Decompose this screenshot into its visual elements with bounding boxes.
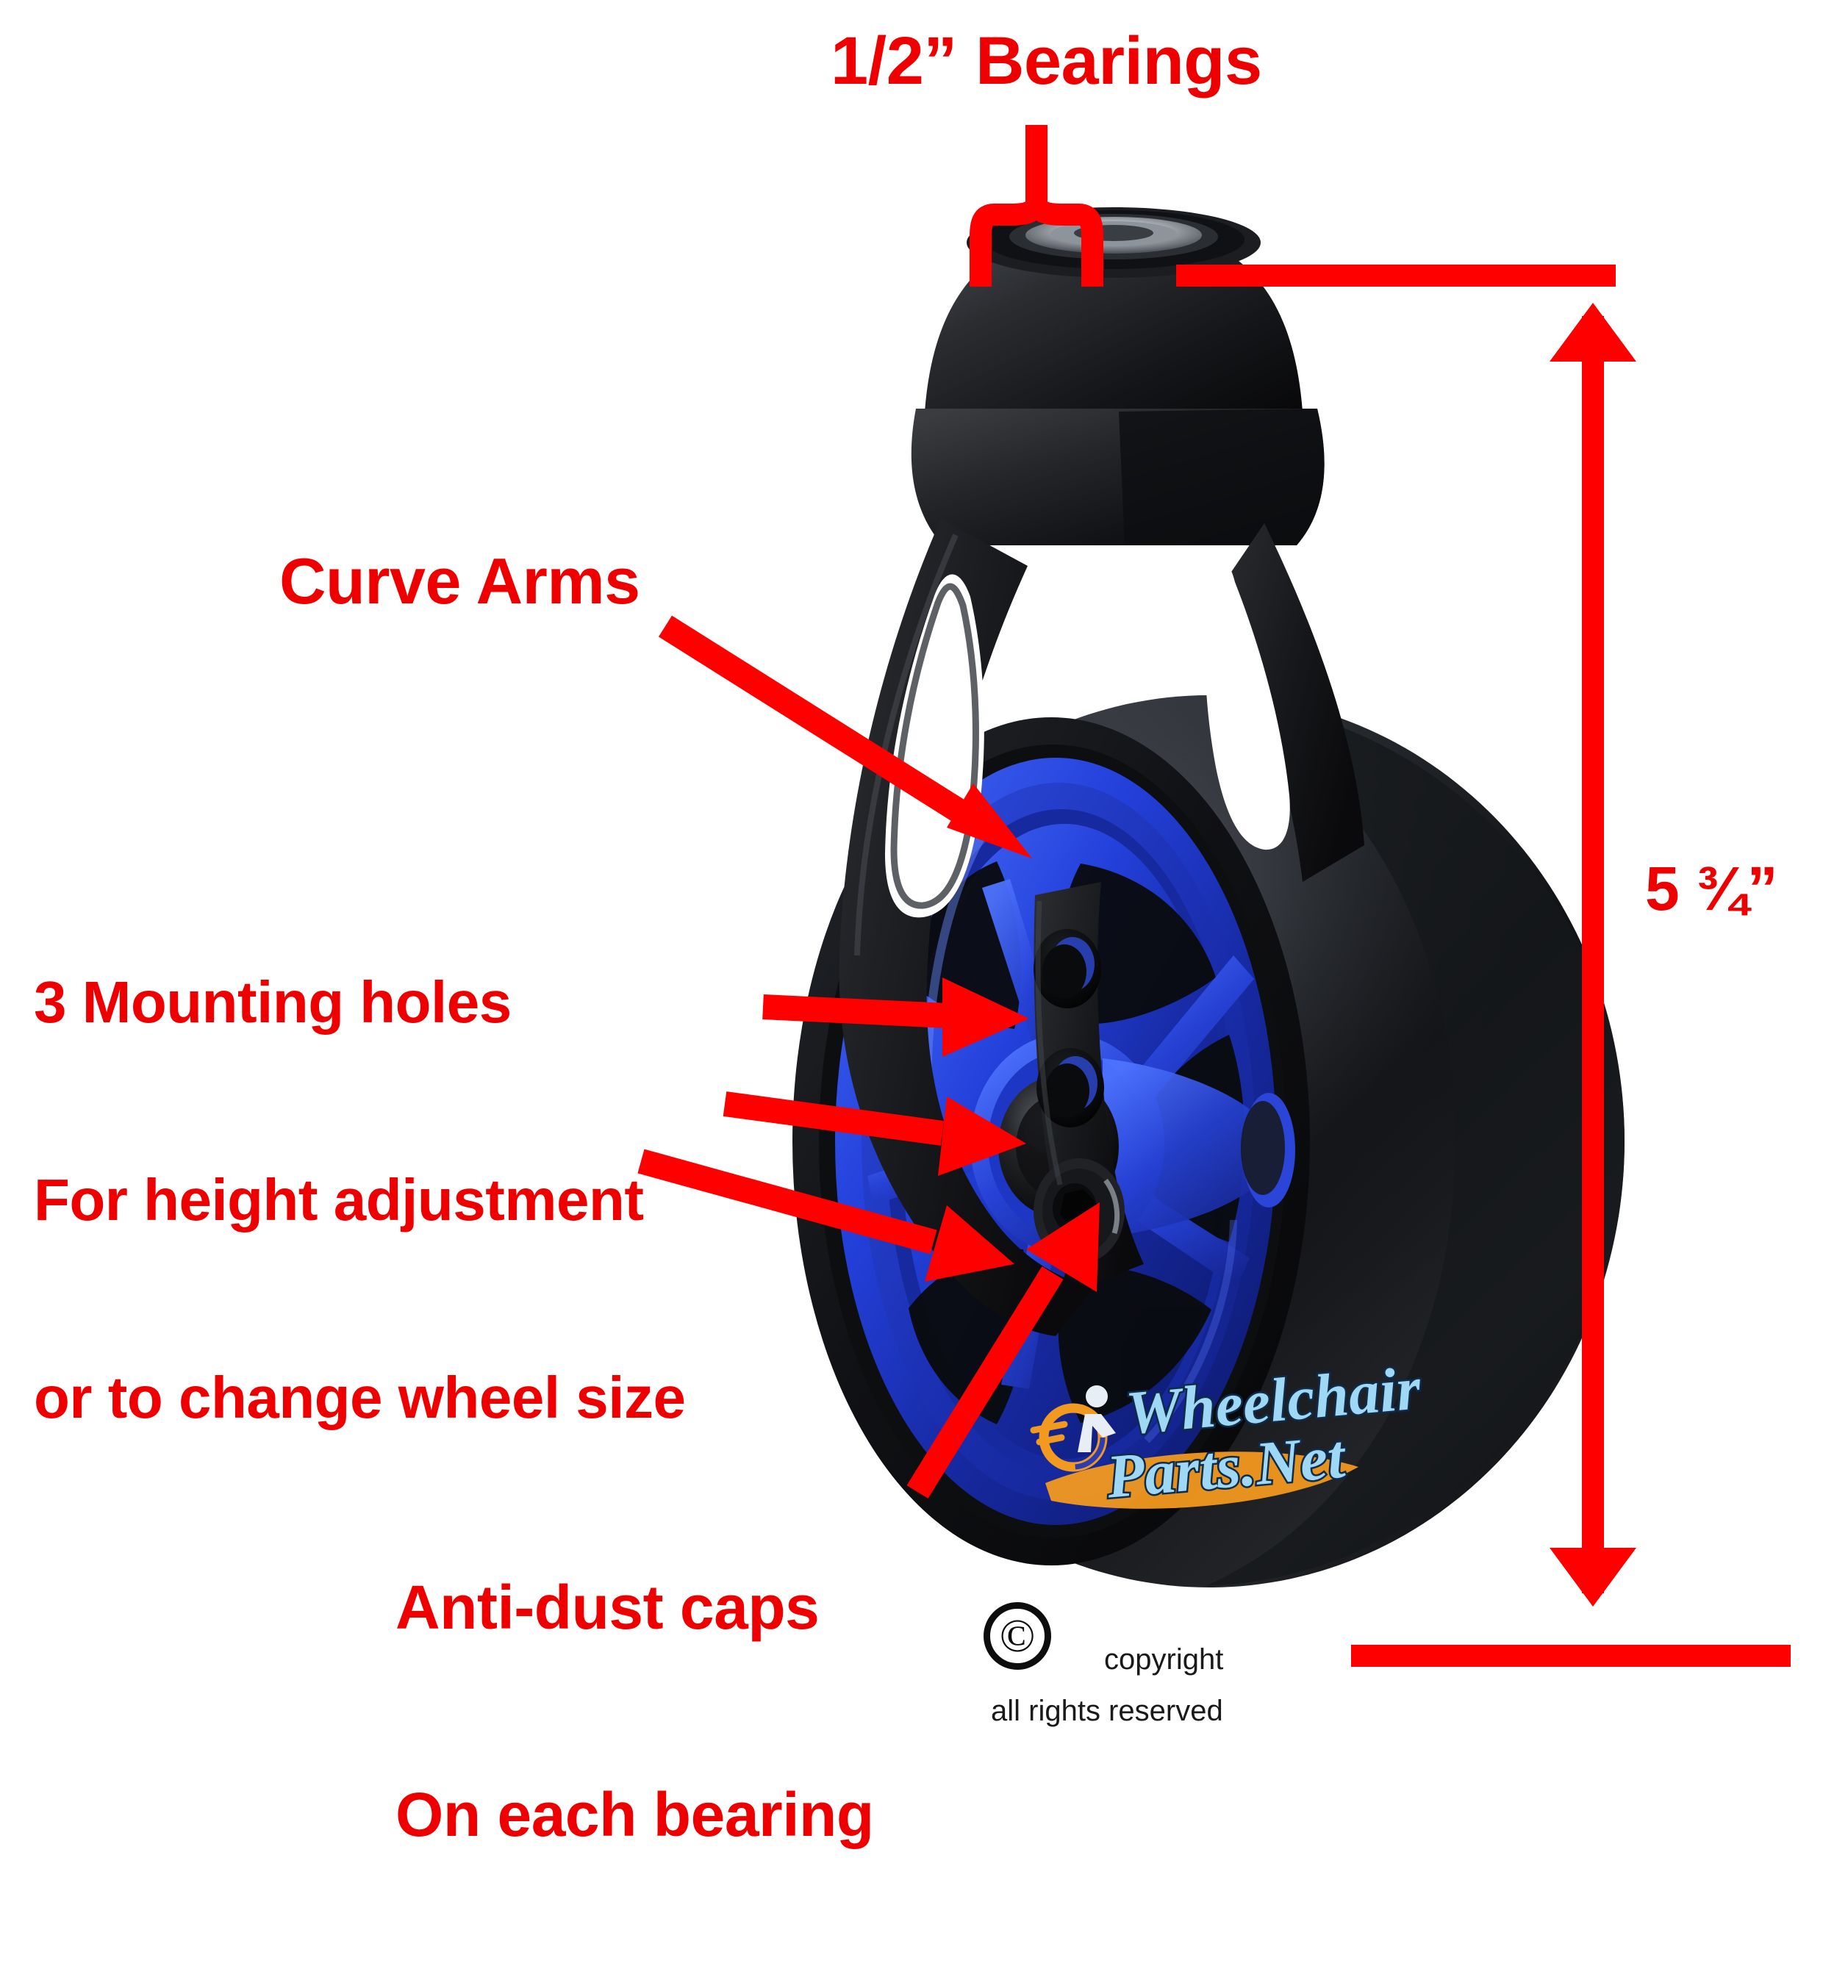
fork-arm-right bbox=[1214, 523, 1364, 882]
anti-dust-caps-callout-label: Anti-dust caps On each bearing bbox=[395, 1435, 874, 1988]
mounting-hole-arrow-1 bbox=[762, 977, 1029, 1057]
dimension-extension-bottom bbox=[1351, 1645, 1791, 1667]
dimension-arrow-vertical bbox=[1550, 303, 1636, 1607]
curve-arms-arrow bbox=[658, 615, 1032, 858]
dimension-value-label: 5 ¾” bbox=[1645, 854, 1778, 923]
annotation-text-layer: 1/2” Bearings Curve Arms 3 Mounting hole… bbox=[34, 24, 1778, 1849]
anti-dust-caps-arrow bbox=[906, 1202, 1100, 1499]
bearings-callout-label: 1/2” Bearings bbox=[831, 24, 1262, 98]
dimension-annotation bbox=[1176, 265, 1791, 1667]
fork-cutout-right bbox=[1205, 562, 1290, 850]
annotation-arrows bbox=[637, 125, 1103, 1499]
diagram-canvas: Wheelchair Parts.Net bbox=[34, 24, 1791, 1850]
anti-dust-line-1: Anti-dust caps bbox=[395, 1573, 820, 1643]
mounting-holes-line-1: 3 Mounting holes bbox=[34, 969, 512, 1036]
anti-dust-line-2: On each bearing bbox=[395, 1780, 874, 1850]
mounting-holes-line-2: For height adjustment bbox=[34, 1166, 644, 1232]
curve-arms-callout-label: Curve Arms bbox=[279, 545, 640, 617]
mounting-hole-arrow-3 bbox=[637, 1149, 1014, 1282]
mounting-hole-arrow-2 bbox=[723, 1091, 1026, 1176]
all-rights-reserved-text: all rights reserved bbox=[991, 1695, 1223, 1727]
copyright-icon: © bbox=[984, 1602, 1051, 1670]
bearings-pointer bbox=[970, 125, 1103, 287]
mounting-holes-callout-label: 3 Mounting holes For height adjustment o… bbox=[34, 838, 686, 1562]
mounting-holes-line-3: or to change wheel size bbox=[34, 1364, 686, 1430]
dimension-extension-top bbox=[1176, 265, 1616, 287]
copyright-word: copyright bbox=[1104, 1643, 1224, 1676]
